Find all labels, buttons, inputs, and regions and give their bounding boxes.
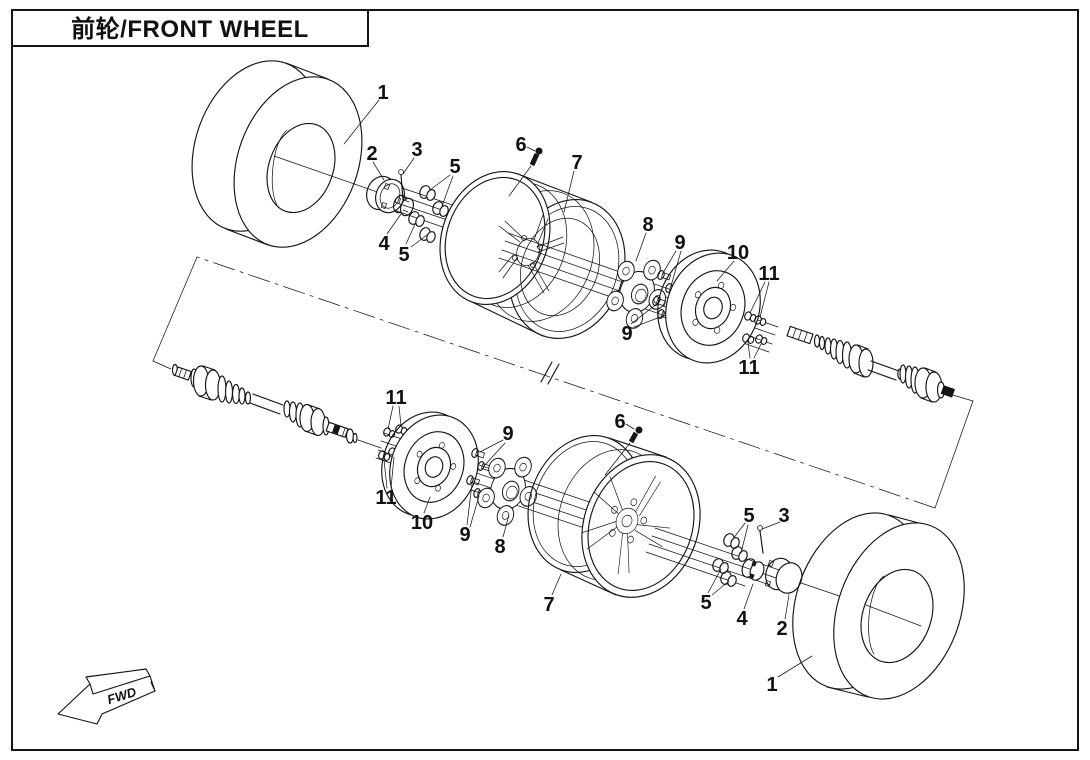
lower-castle-nut [741,558,765,581]
callout-valve-lower: 6 [614,411,625,433]
callout-lug-nut-lower-b: 5 [700,592,711,614]
callout-lug-nut-lower-a: 5 [743,505,754,527]
callout-bolt-lower-a: 11 [385,387,406,409]
upper-disc-bolts [742,311,768,345]
callout-hub-lower: 8 [494,536,505,558]
callout-valve-upper: 6 [515,134,526,156]
callout-stud-upper-a: 9 [674,232,685,254]
callout-hub-cap-lower: 2 [776,618,787,640]
break-mark [547,363,560,385]
lower-axle-shaft [171,363,382,449]
callout-hub-upper: 8 [642,214,653,236]
callout-stud-lower-b: 9 [459,524,470,546]
lower-assembly [171,363,965,700]
lower-hub [477,456,538,526]
callout-cotter-pin-upper: 3 [411,139,422,161]
callout-castle-nut-upper: 4 [378,233,390,255]
upper-hub-cap [366,175,405,214]
callout-bolt-upper-b: 11 [738,357,759,379]
upper-brake-disc [657,249,761,364]
title-box [11,9,369,47]
callout-castle-nut-lower: 4 [736,608,748,630]
callout-bolt-lower-b: 11 [375,487,396,509]
upper-valve-stem [508,147,543,197]
upper-tire [191,60,387,248]
lower-hub-cap [764,557,867,606]
callout-bolt-upper-a: 11 [758,263,779,285]
upper-rim [439,171,626,339]
callout-tire-lower: 1 [766,674,777,696]
page-title: 前轮/FRONT WHEEL [71,15,309,43]
drawing-border [11,9,1079,751]
upper-assembly [191,60,955,403]
callout-stud-lower-a: 9 [502,423,513,445]
break-mark [540,361,553,383]
callout-hub-cap-upper: 2 [366,143,377,165]
lower-brake-disc [381,411,479,520]
upper-hub [606,259,667,329]
callout-rim-lower: 7 [543,594,554,616]
callout-disc-upper: 10 [727,242,749,264]
callout-disc-lower: 10 [411,512,433,534]
callout-stud-upper-b: 9 [621,323,632,345]
lower-lug-nuts [712,533,748,587]
upper-lug-nuts [408,185,449,243]
centerline-band [152,256,974,509]
callout-rim-upper: 7 [571,152,582,174]
lower-tire [792,512,965,700]
callouts: 1 2 3 4 5 5 6 7 8 9 9 10 11 11 11 11 10 … [366,82,789,696]
lower-rim [527,435,701,598]
callout-lug-nut-upper-a: 5 [449,156,460,178]
callout-cotter-pin-lower: 3 [778,505,789,527]
upper-axle-shaft [786,325,955,403]
callout-lug-nut-upper-b: 5 [398,244,409,266]
lower-cotter-pin [757,525,764,554]
lower-valve-stem [604,426,643,476]
callout-tire-upper: 1 [377,82,388,104]
leader-lines [343,99,813,678]
fwd-arrow: FWD [57,668,156,725]
